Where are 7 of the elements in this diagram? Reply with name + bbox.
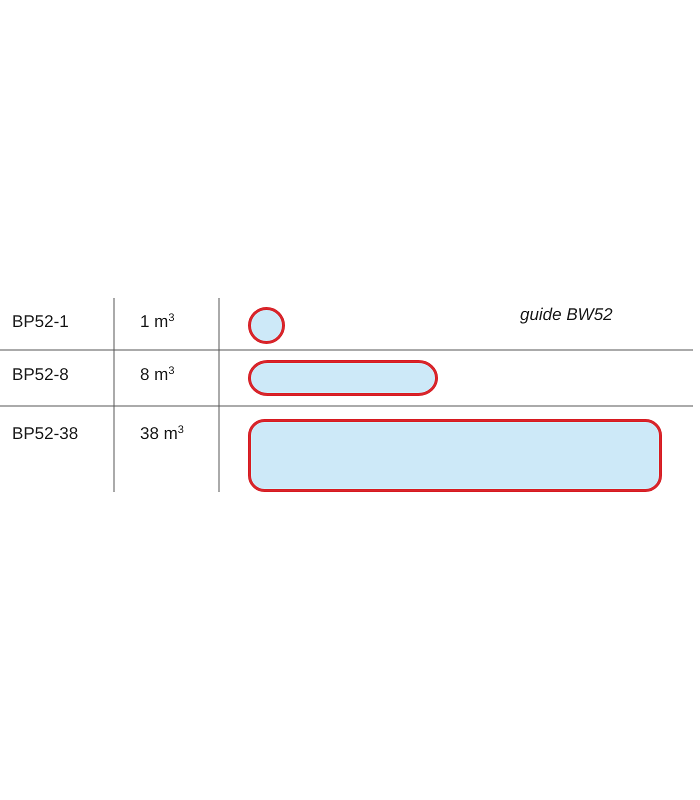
volume-text: 8 m$^{3}$ bbox=[140, 365, 174, 385]
model-code: BP52-38 bbox=[12, 424, 78, 444]
model-code: BP52-1 bbox=[12, 312, 69, 332]
volume-text: 1 m$^{3}$ bbox=[140, 312, 174, 332]
volume-text: 38 m$^{3}$ bbox=[140, 424, 184, 444]
caption-text: guide BW52 bbox=[520, 305, 613, 325]
model-code: BP52-8 bbox=[12, 365, 69, 385]
